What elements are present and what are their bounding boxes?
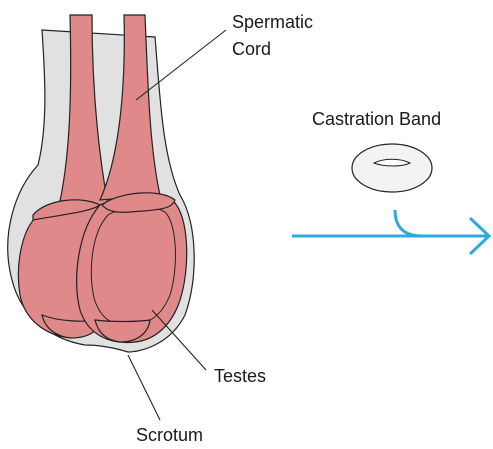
spermatic-cord-label-line1: Spermatic (232, 12, 313, 32)
spermatic-cord-label-line2: Cord (232, 39, 271, 59)
application-arrow (292, 210, 489, 254)
castration-band-label: Castration Band (312, 109, 441, 129)
testis-right (77, 195, 187, 343)
castration-band-ring (352, 144, 432, 192)
castration-band (352, 144, 432, 192)
scrotum-label: Scrotum (136, 425, 203, 445)
scrotum-leader (128, 355, 160, 420)
testes-label: Testes (214, 366, 266, 386)
arrow-hook (395, 210, 422, 236)
